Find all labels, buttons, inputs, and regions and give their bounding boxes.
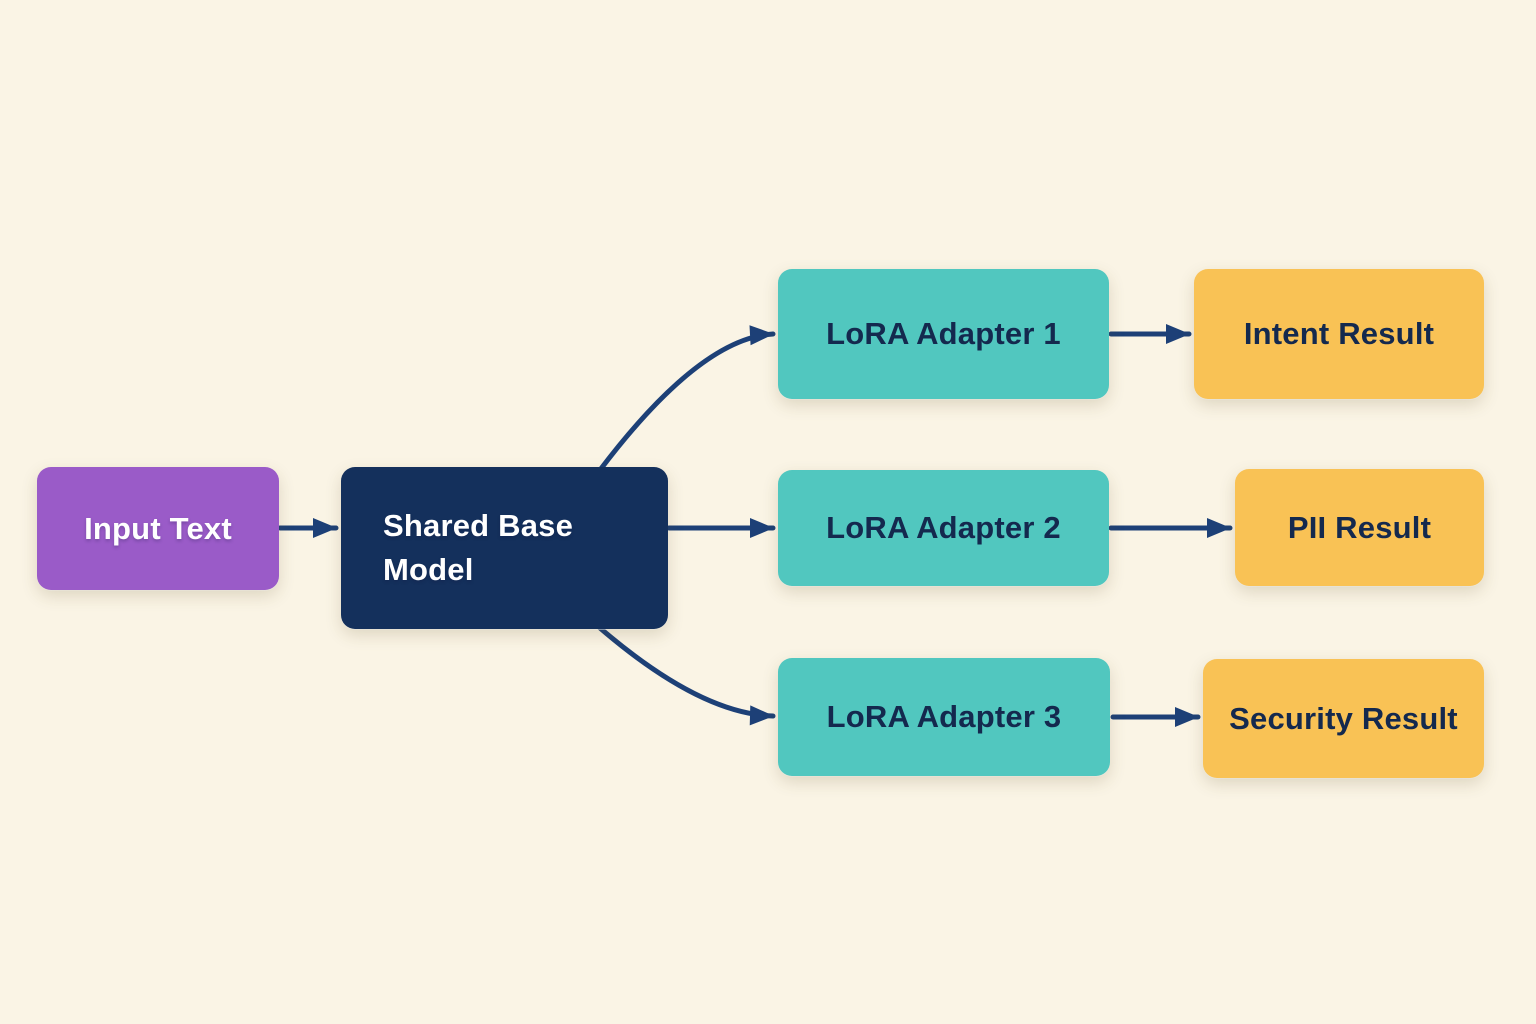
node-input-text: Input Text: [37, 467, 279, 590]
node-pii-result-label: PII Result: [1287, 509, 1432, 545]
node-lora-adapter-3-label: LoRA Adapter 3: [826, 699, 1062, 734]
node-lora-adapter-3: LoRA Adapter 3: [778, 658, 1110, 776]
node-lora-adapter-1: LoRA Adapter 1: [778, 269, 1109, 399]
node-pii-result: PII Result: [1235, 469, 1484, 586]
node-intent-result: Intent Result: [1194, 269, 1484, 399]
node-lora-adapter-2: LoRA Adapter 2: [778, 470, 1109, 586]
node-intent-result-label: Intent Result: [1243, 316, 1435, 351]
edge-base-to-adapter1: [597, 325, 776, 473]
node-lora-adapter-1-label: LoRA Adapter 1: [826, 316, 1061, 351]
node-shared-base-model: Shared Base Model: [341, 467, 668, 629]
node-security-result: Security Result: [1203, 659, 1484, 778]
edge-base-to-adapter3: [597, 625, 776, 726]
node-input-text-label: Input Text: [84, 510, 232, 546]
node-shared-base-model-label: Shared Base Model: [383, 508, 574, 587]
node-lora-adapter-2-label: LoRA Adapter 2: [826, 510, 1061, 545]
node-security-result-label: Security Result: [1229, 700, 1458, 736]
